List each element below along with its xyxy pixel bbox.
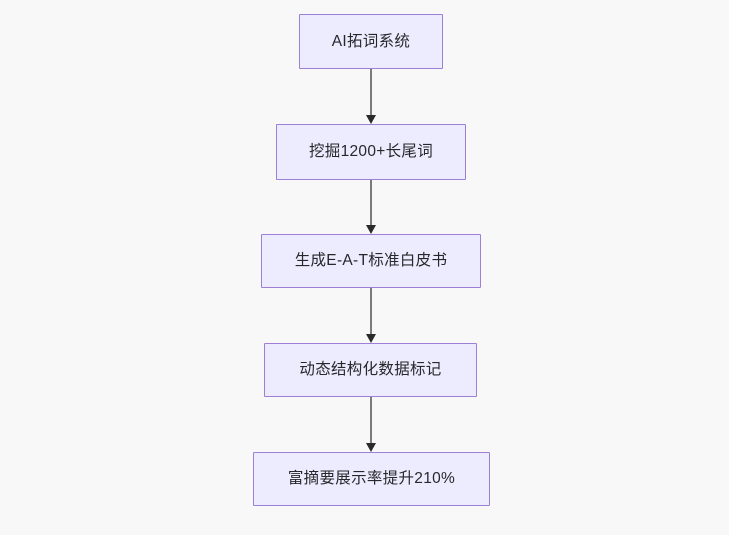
- edge-line-icon: [370, 69, 372, 116]
- node-label: 生成E-A-T标准白皮书: [294, 252, 448, 270]
- flowchart-node-n2[interactable]: 挖掘1200+长尾词: [276, 124, 466, 180]
- flowchart-node-n1[interactable]: AI拓词系统: [299, 14, 443, 69]
- edge-line-icon: [370, 288, 372, 335]
- node-label: 挖掘1200+长尾词: [308, 143, 434, 161]
- flowchart-node-n5[interactable]: 富摘要展示率提升210%: [253, 452, 490, 506]
- arrowhead-icon: [365, 225, 376, 234]
- arrowhead-icon: [365, 443, 376, 452]
- edge-line-icon: [370, 397, 372, 444]
- edge-line-icon: [370, 180, 372, 226]
- edge-n3-to-n4: [365, 288, 376, 343]
- flowchart-node-n4[interactable]: 动态结构化数据标记: [264, 343, 477, 397]
- node-label: 富摘要展示率提升210%: [287, 470, 456, 488]
- arrowhead-icon: [365, 115, 376, 124]
- edge-n1-to-n2: [365, 69, 376, 124]
- flowchart-node-n3[interactable]: 生成E-A-T标准白皮书: [261, 234, 481, 288]
- edge-n2-to-n3: [365, 180, 376, 234]
- arrowhead-icon: [365, 334, 376, 343]
- node-label: 动态结构化数据标记: [299, 361, 442, 379]
- edge-n4-to-n5: [365, 397, 376, 452]
- node-label: AI拓词系统: [331, 32, 411, 50]
